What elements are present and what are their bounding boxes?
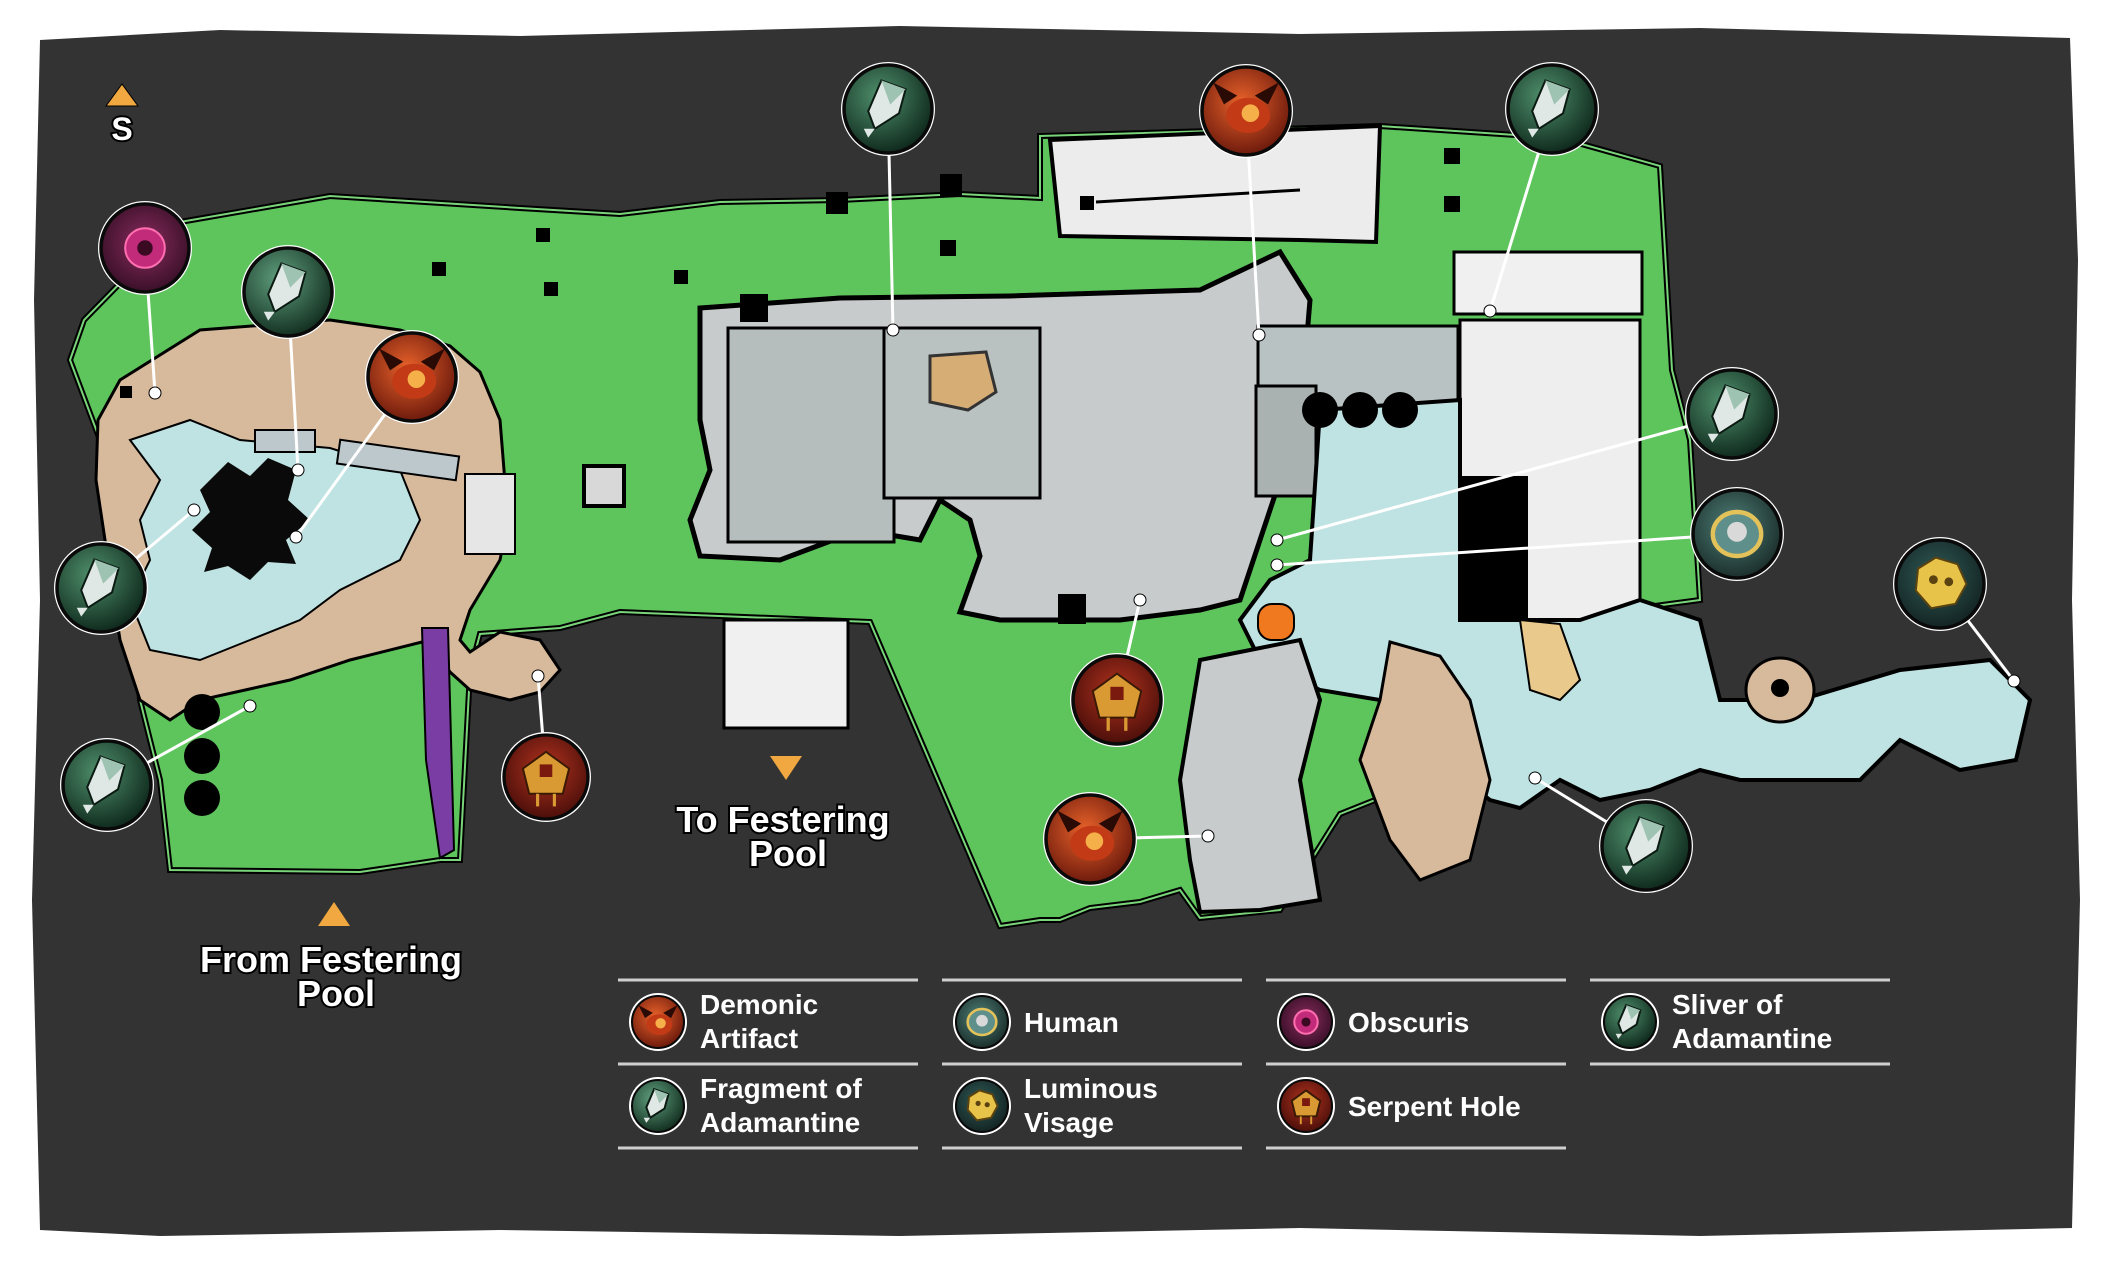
fragment-of-adamantine-icon — [629, 1077, 687, 1135]
map-marker-sliver[interactable] — [1483, 62, 1599, 318]
serpent-hole-icon — [1070, 653, 1164, 747]
exit-label-to-pool-2: Pool — [749, 833, 827, 874]
map-marker-fragment[interactable] — [241, 245, 335, 477]
marker-location-dot — [1270, 533, 1284, 547]
map-marker-sliver[interactable] — [54, 503, 201, 635]
map-marker-visage[interactable] — [1893, 537, 2021, 688]
map-marker-human[interactable] — [1270, 487, 1784, 581]
legend-label: Obscuris — [1348, 1007, 1469, 1038]
marker-location-dot — [1252, 328, 1266, 342]
legend-label-line: Artifact — [700, 1023, 798, 1054]
human-icon — [953, 993, 1011, 1051]
map-marker-sliver[interactable] — [60, 699, 257, 832]
marker-location-dot — [531, 669, 545, 683]
legend-label: Human — [1024, 1007, 1119, 1038]
marker-location-dot — [1483, 304, 1497, 318]
compass: S — [105, 83, 139, 149]
marker-leader-line — [1276, 412, 1733, 542]
crates — [120, 148, 1460, 508]
exit-label-from-pool: From Festering Pool — [200, 939, 472, 1014]
marker-location-dot — [886, 323, 900, 337]
legend-label-line: Visage — [1024, 1107, 1114, 1138]
exit-from-festering-pool: From Festering Pool — [198, 902, 472, 1016]
left-area — [94, 318, 562, 860]
exit-label-from-pool-1: From Festering — [200, 939, 462, 980]
sliver-of-adamantine-icon — [60, 738, 154, 832]
marker-location-dot — [1270, 558, 1284, 572]
right-area — [1177, 250, 2033, 915]
map-marker-obscuris[interactable] — [98, 201, 192, 400]
obscuris-icon — [1277, 993, 1335, 1051]
map-marker-sliver[interactable] — [1528, 771, 1693, 893]
demonic-artifact-icon — [1199, 64, 1293, 158]
map-marker-demonic[interactable] — [1043, 792, 1215, 886]
marker-location-dot — [148, 386, 162, 400]
exit-to-festering-pool: To Festering Pool — [674, 756, 899, 876]
marker-location-dot — [1201, 829, 1215, 843]
luminous-visage-icon — [953, 1077, 1011, 1135]
map-marker-demonic[interactable] — [1199, 64, 1293, 342]
demonic-artifact-icon — [365, 330, 459, 424]
human-icon — [1690, 487, 1784, 581]
marker-location-dot — [1133, 593, 1147, 607]
demonic-artifact-icon — [1043, 792, 1137, 886]
sliver-of-adamantine-icon — [841, 62, 935, 156]
marker-location-dot — [289, 530, 303, 544]
map-marker-sliver[interactable] — [841, 62, 935, 337]
top-building — [1047, 123, 1383, 245]
obscuris-icon — [98, 201, 192, 295]
markers-layer — [54, 62, 2021, 893]
legend-label-line: Human — [1024, 1007, 1119, 1038]
marker-location-dot — [187, 503, 201, 517]
luminous-visage-icon — [1893, 537, 1987, 631]
sliver-of-adamantine-icon — [1599, 799, 1693, 893]
compass-label: S — [111, 111, 132, 147]
legend-label: Serpent Hole — [1348, 1091, 1521, 1122]
marker-location-dot — [2007, 674, 2021, 688]
sliver-of-adamantine-icon — [1601, 993, 1659, 1051]
map-marker-serpent[interactable] — [501, 669, 591, 822]
legend-label-line: Adamantine — [700, 1107, 860, 1138]
central-area — [687, 248, 1313, 730]
legend-item-obscuris: Obscuris — [1277, 993, 1469, 1051]
map-marker-demonic[interactable] — [289, 330, 459, 544]
legend-item-human: Human — [953, 993, 1119, 1051]
legend-label-line: Adamantine — [1672, 1023, 1832, 1054]
map-marker-serpent[interactable] — [1070, 593, 1164, 747]
map-marker-sliver[interactable] — [1270, 367, 1779, 547]
exit-label-to-pool: To Festering Pool — [676, 799, 899, 874]
exit-label-from-pool-2: Pool — [297, 973, 375, 1014]
sliver-of-adamantine-icon — [1505, 62, 1599, 156]
marker-location-dot — [243, 699, 257, 713]
exit-label-to-pool-1: To Festering — [676, 799, 889, 840]
legend-label-line: Demonic — [700, 989, 818, 1020]
marker-location-dot — [291, 463, 305, 477]
legend-label-line: Sliver of — [1672, 989, 1783, 1020]
marker-leader-line — [1276, 532, 1738, 567]
serpent-hole-icon — [1277, 1077, 1335, 1135]
marker-location-dot — [1528, 771, 1542, 785]
legend-item-serpent: Serpent Hole — [1277, 1077, 1521, 1135]
fragment-of-adamantine-icon — [241, 245, 335, 339]
legend-label-line: Serpent Hole — [1348, 1091, 1521, 1122]
legend-label-line: Luminous — [1024, 1073, 1158, 1104]
demonic-artifact-icon — [629, 993, 687, 1051]
sliver-of-adamantine-icon — [54, 541, 148, 635]
legend-label-line: Obscuris — [1348, 1007, 1469, 1038]
legend-label-line: Fragment of — [700, 1073, 862, 1104]
sliver-of-adamantine-icon — [1685, 367, 1779, 461]
serpent-hole-icon — [501, 732, 591, 822]
